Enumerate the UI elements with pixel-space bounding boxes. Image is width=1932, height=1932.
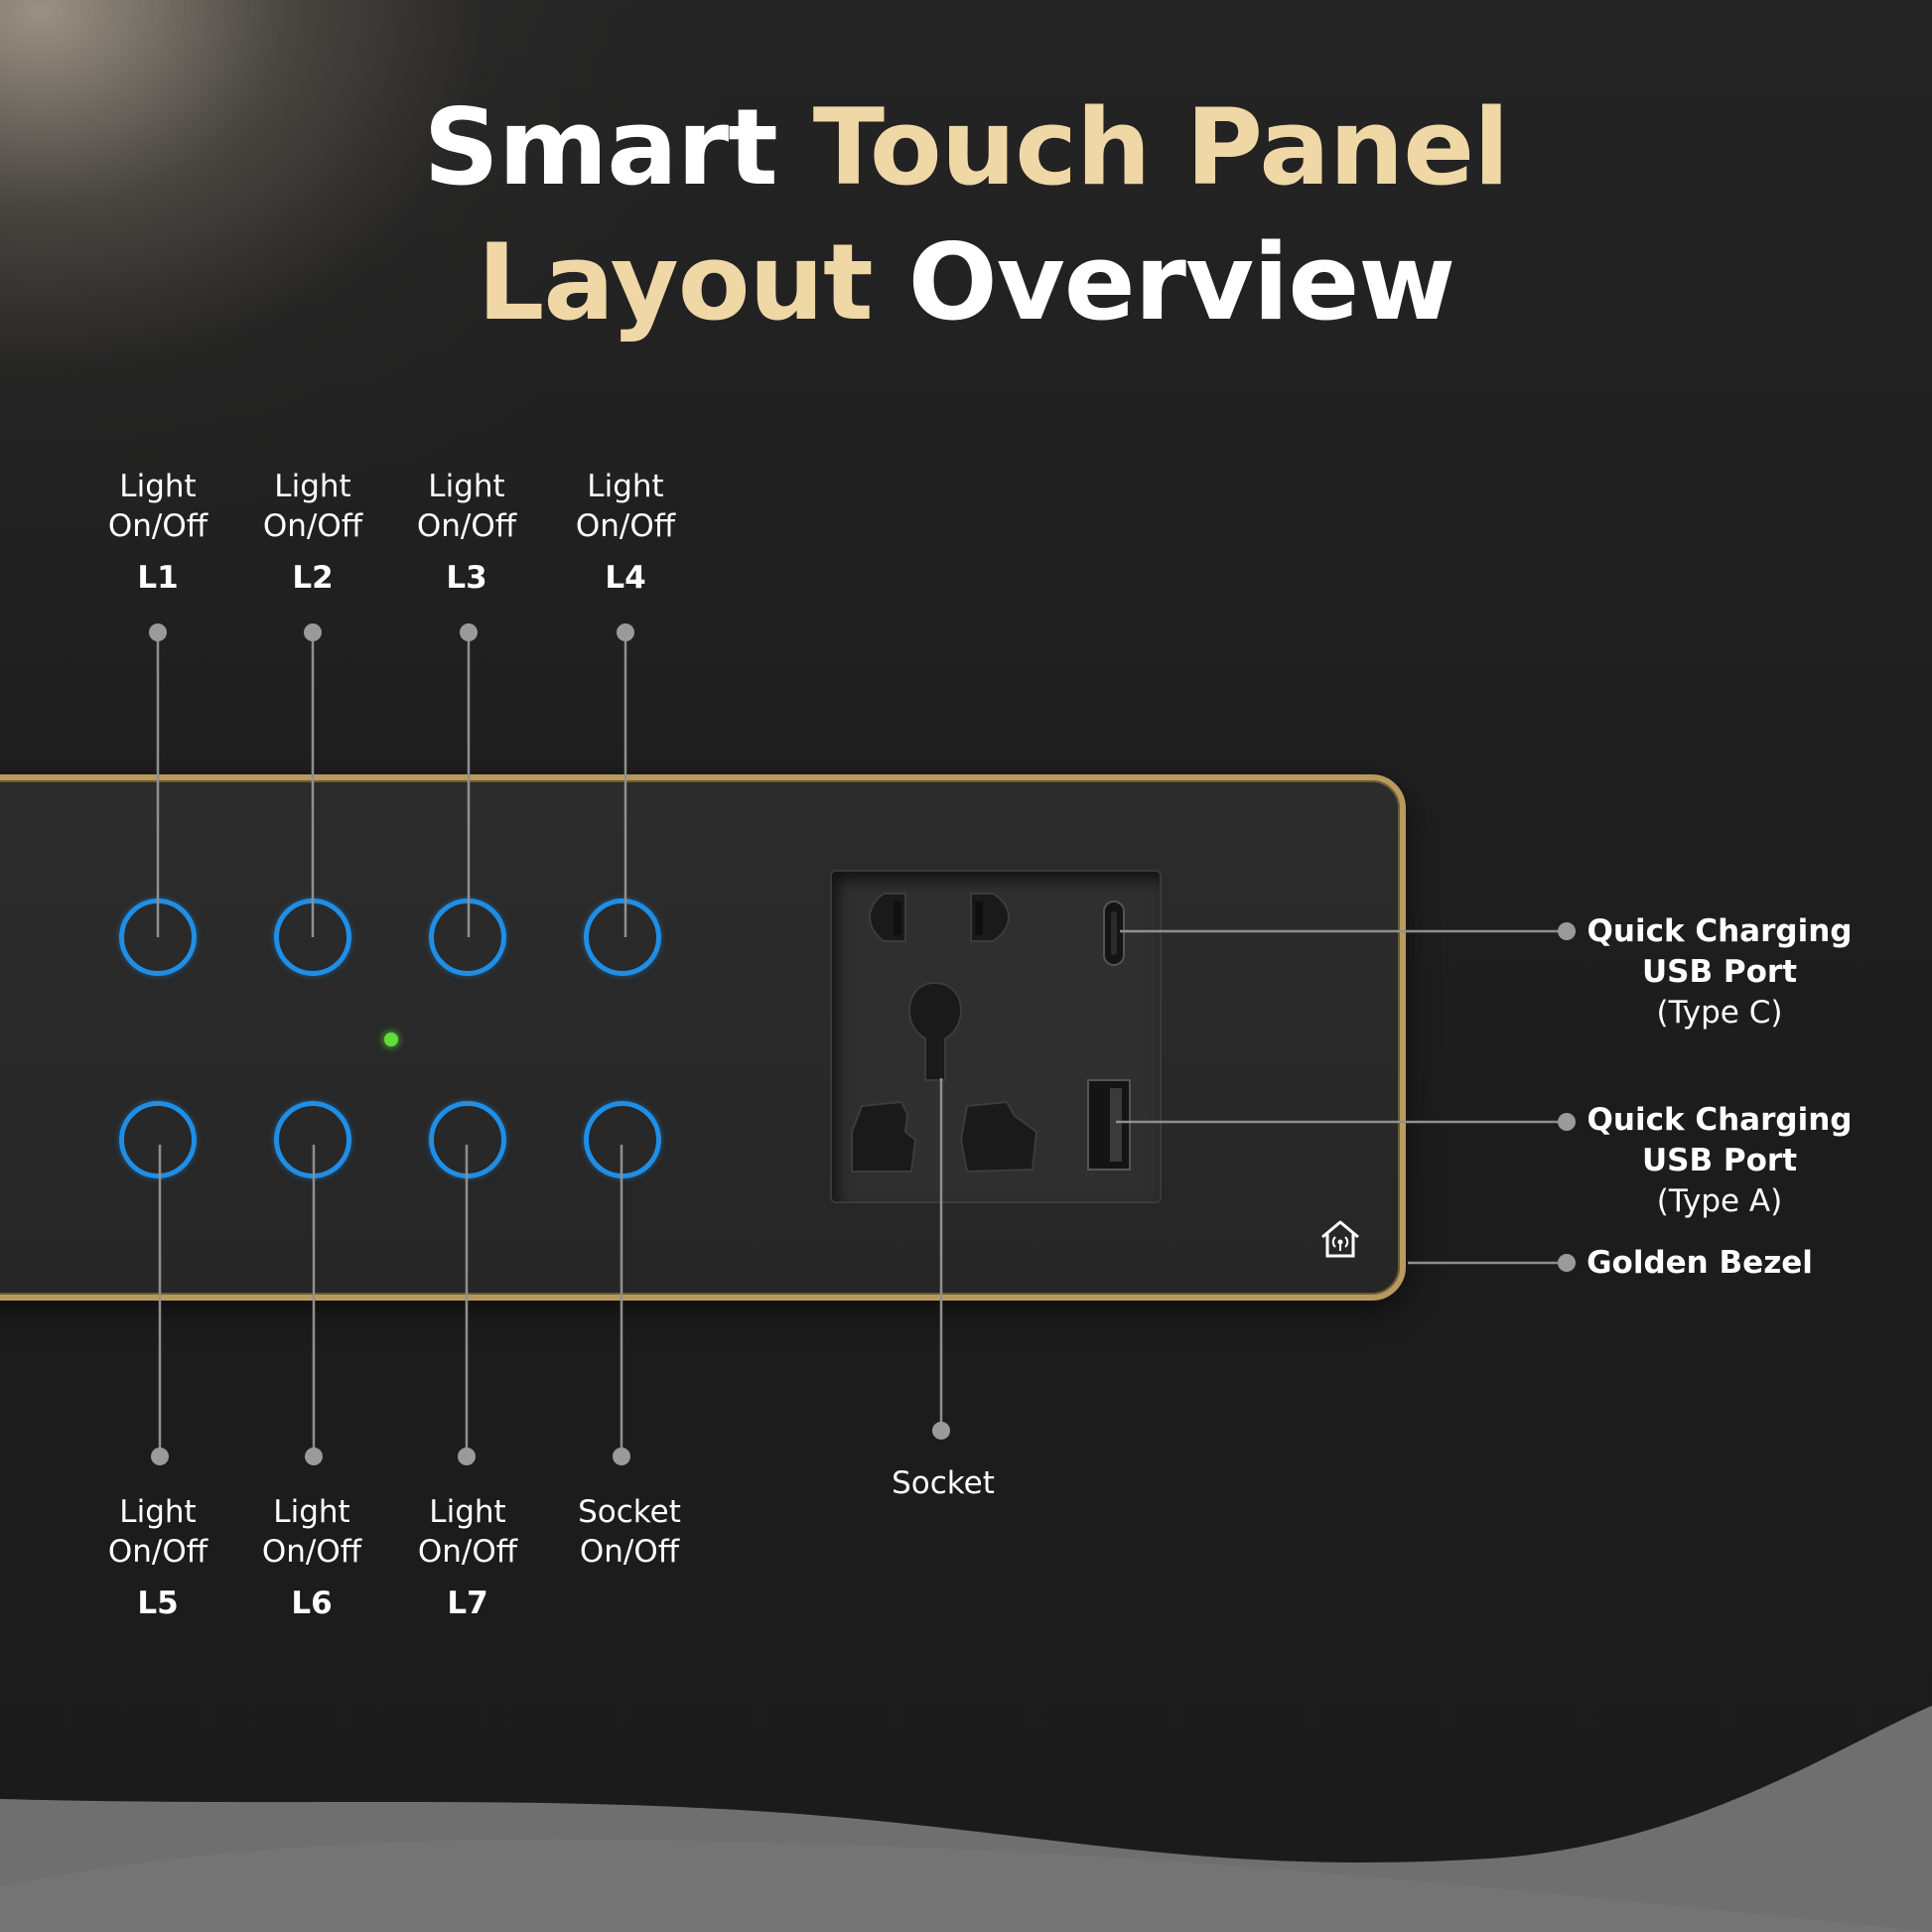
label-usb-a: Quick Charging USB Port (Type A)	[1587, 1100, 1853, 1222]
label-l2-line2: On/Off	[262, 508, 363, 544]
label-l1-line2: On/Off	[107, 508, 208, 544]
title-layout: Layout	[477, 221, 908, 344]
label-l3-line1: Light	[428, 469, 505, 504]
endpoint-dot	[458, 1448, 476, 1465]
label-socket-switch: Socket On/Off	[578, 1492, 681, 1572]
label-usb-c-line3: (Type C)	[1656, 995, 1783, 1031]
label-l7-line2: On/Off	[417, 1534, 518, 1570]
endpoint-dot	[617, 623, 634, 641]
label-l4: Light On/Off L4	[576, 467, 675, 598]
label-l5: Light On/Off L5	[108, 1492, 207, 1623]
title-line-1: Smart Touch Panel	[0, 95, 1932, 201]
label-l6-line2: On/Off	[261, 1534, 362, 1570]
label-l7: Light On/Off L7	[418, 1492, 517, 1623]
label-usb-a-line1: Quick Charging	[1587, 1102, 1853, 1138]
label-l4-line1: Light	[587, 469, 664, 504]
label-l2: Light On/Off L2	[263, 467, 362, 598]
usb-a-port-icon	[1087, 1079, 1131, 1171]
touch-button-l5[interactable]	[119, 1101, 197, 1178]
endpoint-dot	[1558, 922, 1576, 940]
label-l5-line2: On/Off	[107, 1534, 208, 1570]
label-golden-bezel-text: Golden Bezel	[1587, 1245, 1813, 1281]
endpoint-dot	[149, 623, 167, 641]
label-l2-code: L2	[292, 560, 334, 596]
label-usb-c-line1: Quick Charging	[1587, 913, 1853, 949]
endpoint-dot	[305, 1448, 323, 1465]
label-l4-line2: On/Off	[575, 508, 676, 544]
label-l1: Light On/Off L1	[108, 467, 207, 598]
home-wifi-icon	[1321, 1220, 1359, 1258]
touch-button-l4[interactable]	[584, 898, 661, 976]
label-socket-switch-line2: On/Off	[579, 1534, 680, 1570]
title-smart: Smart	[423, 86, 813, 208]
endpoint-dot	[613, 1448, 630, 1465]
label-golden-bezel: Golden Bezel	[1587, 1243, 1813, 1284]
label-l3: Light On/Off L3	[417, 467, 516, 598]
label-l1-code: L1	[137, 560, 179, 596]
label-l4-code: L4	[605, 560, 646, 596]
title-overview: Overview	[907, 221, 1456, 344]
label-socket: Socket	[892, 1465, 995, 1501]
label-l5-code: L5	[137, 1586, 179, 1621]
universal-socket-module	[832, 872, 1160, 1201]
label-l2-line1: Light	[274, 469, 351, 504]
touch-panel-body	[0, 774, 1406, 1301]
label-l3-code: L3	[446, 560, 487, 596]
endpoint-dot	[304, 623, 322, 641]
universal-socket-icon	[851, 893, 1131, 1173]
endpoint-dot	[460, 623, 478, 641]
label-usb-a-line3: (Type A)	[1656, 1183, 1783, 1219]
label-socket-switch-line1: Socket	[578, 1494, 681, 1530]
status-led-indicator	[384, 1033, 398, 1046]
endpoint-dot	[1558, 1254, 1576, 1272]
label-l5-line1: Light	[119, 1494, 197, 1530]
endpoint-dot	[151, 1448, 169, 1465]
endpoint-dot	[932, 1422, 950, 1440]
label-l6: Light On/Off L6	[262, 1492, 361, 1623]
endpoint-dot	[1558, 1113, 1576, 1131]
usb-c-port-icon	[1103, 900, 1125, 966]
label-usb-a-line2: USB Port	[1641, 1143, 1798, 1178]
title-touch-panel: Touch Panel	[812, 86, 1510, 208]
label-l7-line1: Light	[429, 1494, 506, 1530]
label-l6-code: L6	[291, 1586, 333, 1621]
label-l7-code: L7	[447, 1586, 488, 1621]
label-usb-c-line2: USB Port	[1641, 954, 1798, 990]
title-line-2: Layout Overview	[0, 230, 1932, 336]
label-l1-line1: Light	[119, 469, 197, 504]
label-l6-line1: Light	[273, 1494, 350, 1530]
label-usb-c: Quick Charging USB Port (Type C)	[1587, 911, 1853, 1034]
label-l3-line2: On/Off	[416, 508, 517, 544]
